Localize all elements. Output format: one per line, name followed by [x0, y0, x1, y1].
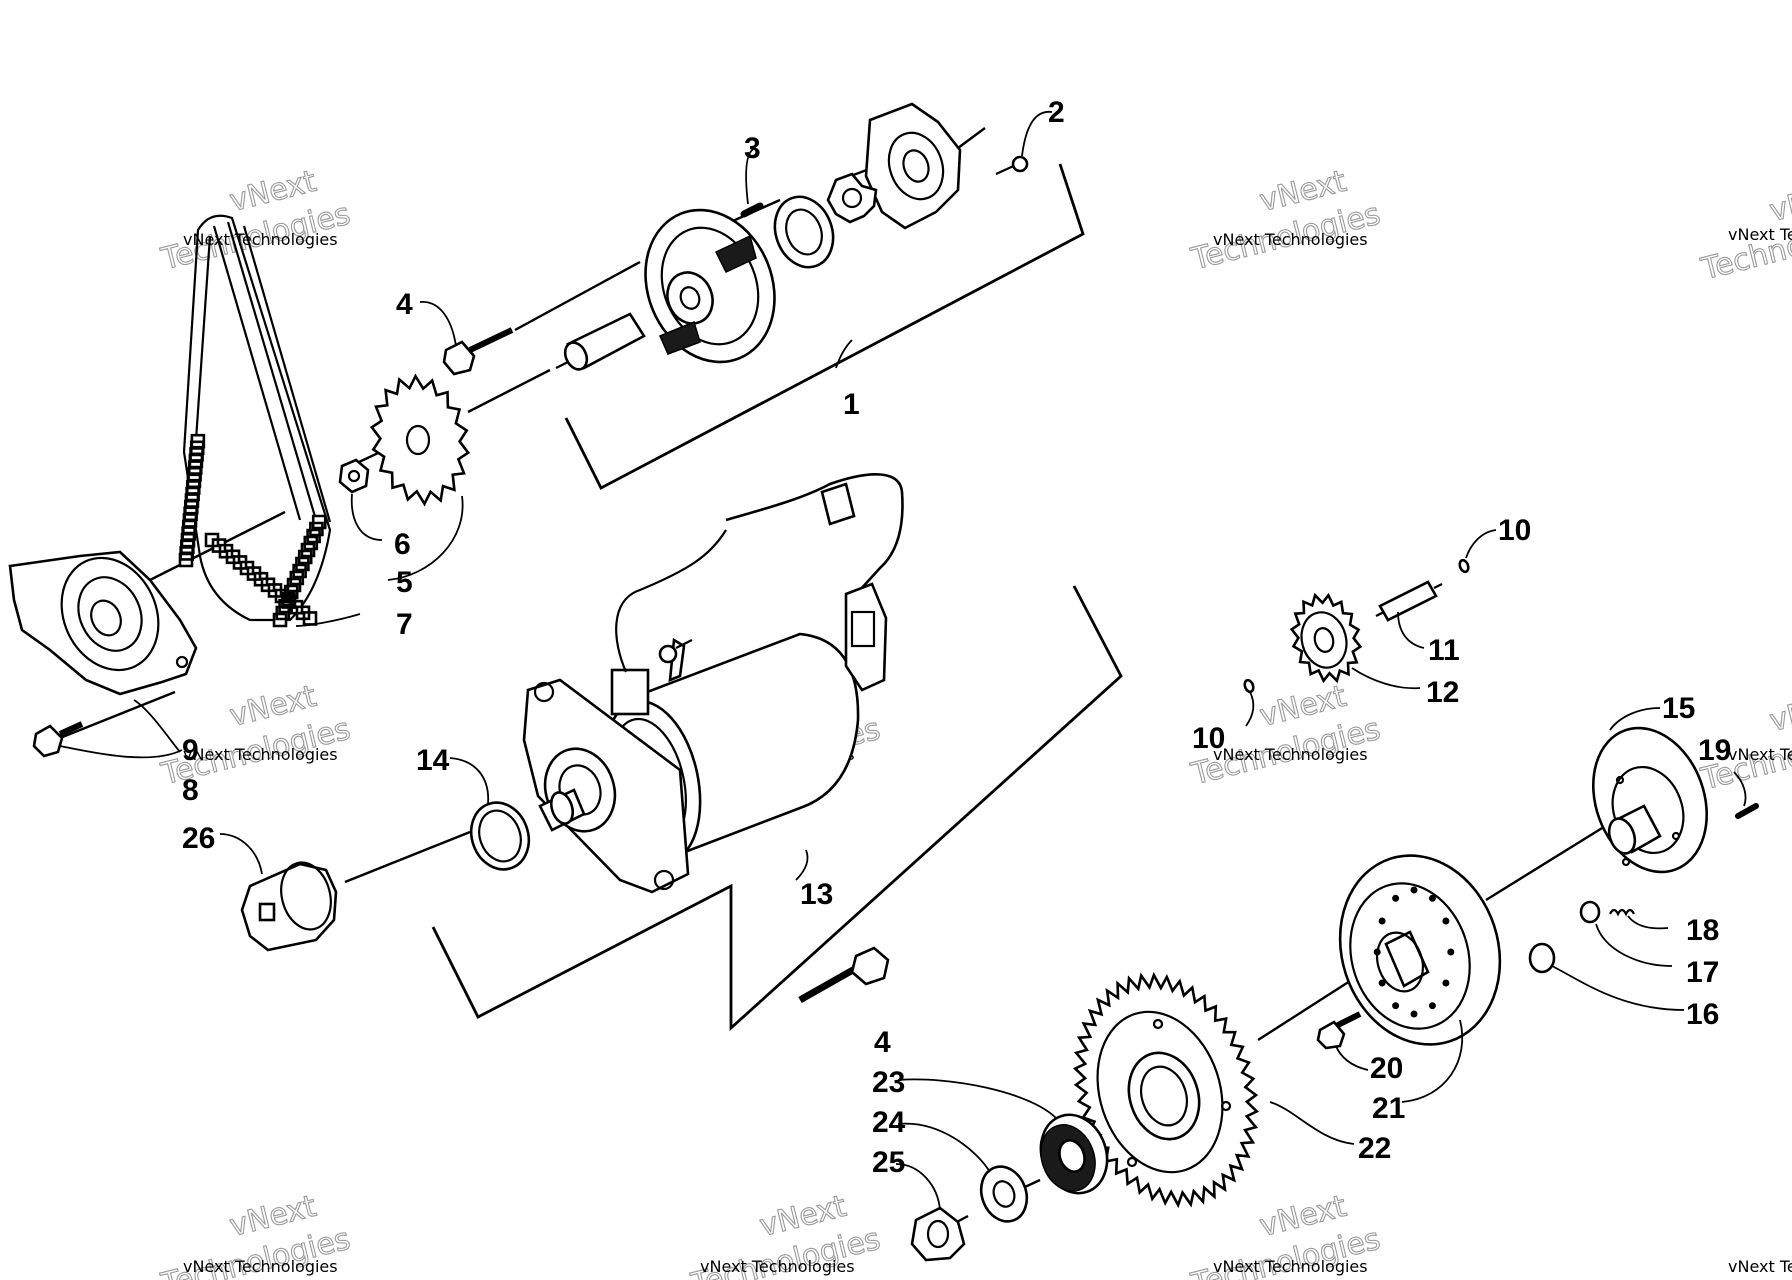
callout-18: 18	[1686, 914, 1719, 947]
part-nut-25	[910, 1206, 966, 1262]
clutch-hole	[1373, 948, 1381, 956]
part-needle-bearing-23	[1039, 1113, 1109, 1195]
callout-1: 1	[843, 388, 860, 421]
callout-22: 22	[1358, 1132, 1391, 1165]
callout-4-lower: 4	[874, 1026, 891, 1059]
clutch-hole	[1447, 948, 1455, 956]
clutch-hole	[1428, 894, 1436, 902]
part-o-ring-14	[469, 801, 531, 871]
callout-2: 2	[1048, 96, 1065, 129]
callout-6: 6	[394, 528, 411, 561]
callout-13: 13	[800, 878, 833, 911]
part-flange-15	[1591, 726, 1709, 874]
watermark-group: vNext Technologies vNext Technologies vN…	[157, 163, 1792, 1280]
part-nut-6	[338, 458, 370, 494]
watermark-small: vNext Technologies	[1728, 1257, 1792, 1276]
part-idle-gear-12	[1289, 592, 1363, 684]
clutch-hole	[1392, 1002, 1400, 1010]
part-clip-10-upper	[1458, 558, 1470, 574]
part-sprocket-5	[369, 373, 471, 507]
callout-8: 8	[182, 774, 199, 807]
callout-14: 14	[416, 744, 450, 777]
part-bolt-4-upper	[442, 327, 514, 376]
callout-11: 11	[1428, 634, 1460, 667]
callout-5: 5	[396, 566, 413, 599]
part-plunger	[555, 312, 646, 371]
part-end-plate	[864, 102, 962, 230]
bracket-assembly-1	[564, 163, 1085, 490]
bracket-assembly-13	[431, 585, 1123, 1032]
callout-4-upper: 4	[396, 288, 413, 321]
watermark-small: vNext Technologies	[1728, 745, 1792, 764]
leader-lines	[59, 111, 1747, 1211]
part-bearing-ring	[773, 195, 835, 269]
watermark-big-1: vNext	[1766, 174, 1792, 229]
clutch-hole	[1410, 886, 1418, 894]
callout-17: 17	[1686, 956, 1719, 989]
watermark-small: vNext Technologies	[1213, 745, 1368, 764]
callout-10-lower: 10	[1192, 722, 1225, 755]
part-pin-19	[1735, 803, 1759, 819]
part-spacer-16	[1528, 942, 1556, 974]
callout-12: 12	[1426, 676, 1459, 709]
watermark-small: vNext Technologies	[1213, 1257, 1368, 1276]
clutch-hole	[1392, 894, 1400, 902]
part-bolt-4-lower	[798, 946, 890, 1004]
clutch-hole	[1442, 979, 1450, 987]
watermark: vNext Technologies	[157, 163, 355, 278]
callout-19: 19	[1698, 734, 1731, 767]
callout-9: 9	[182, 734, 199, 767]
part-bolt-8	[32, 721, 84, 758]
watermark-big-1: vNext	[1766, 684, 1792, 739]
watermark-small: vNext Technologies	[700, 1257, 855, 1276]
part-starter-motor-13	[522, 473, 904, 894]
callout-21: 21	[1372, 1092, 1405, 1125]
clutch-hole	[1410, 1010, 1418, 1018]
callout-15: 15	[1662, 692, 1695, 725]
part-spring-18	[1609, 908, 1635, 917]
callout-25: 25	[872, 1146, 905, 1179]
callout-24: 24	[872, 1106, 906, 1139]
part-pin-3	[740, 202, 764, 218]
part-washer-24	[979, 1165, 1029, 1223]
watermark-small: vNext Technologies	[1213, 230, 1368, 249]
callout-23: 23	[872, 1066, 905, 1099]
part-roller-17	[1579, 900, 1601, 924]
watermark-small: vNext Technologies	[1728, 225, 1792, 244]
part-chain-7	[178, 214, 332, 628]
part-driven-gear-22	[1072, 971, 1260, 1209]
clutch-hole	[1378, 917, 1386, 925]
part-shaft-11	[1375, 580, 1443, 622]
part-star-gear	[826, 172, 878, 224]
callout-20: 20	[1370, 1052, 1403, 1085]
watermark-small: vNext Technologies	[183, 230, 338, 249]
callout-3: 3	[744, 132, 761, 165]
part-screw-2	[995, 155, 1029, 176]
clutch-hole	[1378, 979, 1386, 987]
part-chain-cover-9	[8, 550, 198, 696]
part-clip-10-lower	[1243, 678, 1255, 694]
part-starter-clutch-21	[1338, 854, 1502, 1046]
callout-7: 7	[396, 608, 413, 641]
part-drive-26	[240, 861, 338, 952]
part-bolt-20	[1316, 1011, 1362, 1050]
watermark-small: vNext Technologies	[183, 1257, 338, 1276]
watermark: vNext Technologies	[157, 678, 355, 793]
callout-26: 26	[182, 822, 215, 855]
clutch-hole	[1442, 917, 1450, 925]
part-front-cover	[644, 208, 776, 364]
watermark: vNext Technologies	[1187, 163, 1385, 278]
callout-labels: 1 2 3 4 4 5 6 7 8 9 10 10 11 12 13 14 15…	[182, 96, 1731, 1179]
clutch-hole	[1428, 1002, 1436, 1010]
callout-10-upper: 10	[1498, 514, 1531, 547]
watermark-small: vNext Technologies	[183, 745, 338, 764]
callout-16: 16	[1686, 998, 1719, 1031]
